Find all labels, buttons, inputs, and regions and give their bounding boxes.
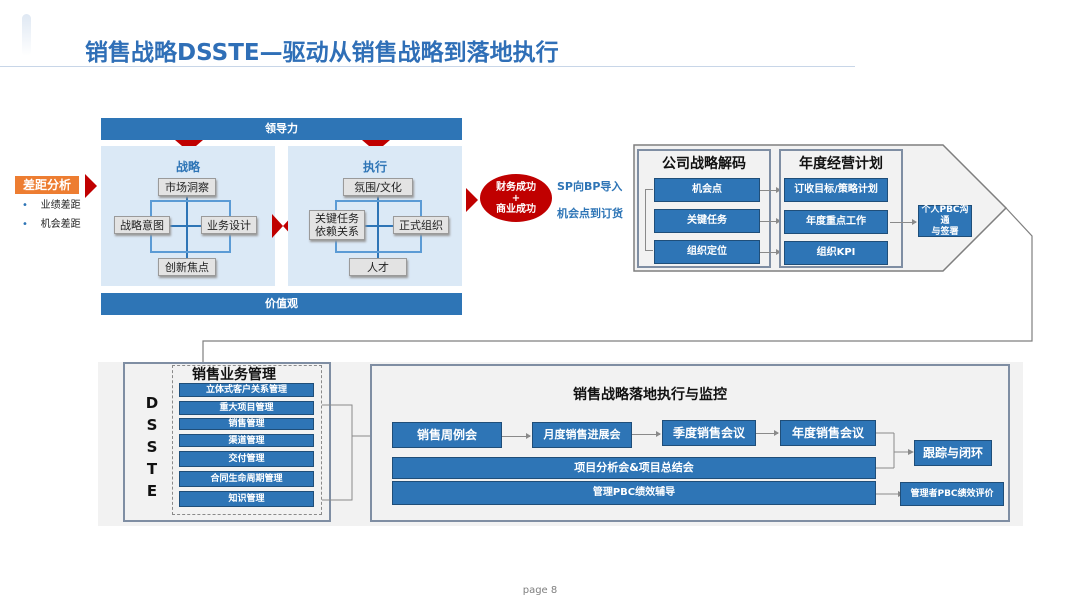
- gap-item-1: • 业绩差距: [22, 200, 81, 211]
- biz-title: 销售业务管理: [192, 367, 276, 383]
- execution-box-organization: 正式组织: [393, 216, 449, 234]
- execution-box-culture: 氛围/文化: [343, 178, 413, 196]
- decode-item-positioning: 组织定位: [654, 240, 760, 264]
- flow-label-opportunity: 机会点到订货: [557, 207, 623, 220]
- strategy-box-design: 业务设计: [201, 216, 257, 234]
- strategy-box-innovation: 创新焦点: [158, 258, 216, 276]
- execution-box-tasks: 关键任务 依赖关系: [309, 210, 365, 240]
- decode-title: 公司战略解码: [662, 156, 746, 172]
- biz-item-knowledge: 知识管理: [179, 491, 314, 507]
- biz-item-delivery: 交付管理: [179, 451, 314, 467]
- dsste-letter-d: D: [145, 394, 159, 412]
- execution-rect-top: [335, 200, 422, 202]
- strategy-axis-h: [150, 225, 230, 227]
- meeting-weekly: 销售周例会: [392, 422, 502, 448]
- dsste-letters: D S S T E: [138, 392, 166, 502]
- decode-item-tasks: 关键任务: [654, 209, 760, 233]
- gap-item-2-text: 机会差距: [40, 219, 81, 230]
- meeting-annual: 年度销售会议: [780, 420, 876, 446]
- annual-item-kpi: 组织KPI: [784, 241, 888, 265]
- strategy-rect-bottom: [150, 251, 231, 253]
- decode-to-annual-arrow-2: [760, 218, 781, 224]
- gap-item-2: • 机会差距: [22, 219, 81, 230]
- annual-item-targets: 订收目标/策略计划: [784, 178, 888, 202]
- pbc-coaching-bar: 管理PBC绩效辅导: [392, 481, 876, 505]
- loop-box: 跟踪与闭环: [914, 440, 992, 466]
- weekly-to-monthly-arrow: [502, 433, 531, 439]
- decode-item-opportunity: 机会点: [654, 178, 760, 202]
- page-title: 销售战略DSSTE—驱动从销售战略到落地执行: [85, 40, 559, 66]
- strategy-box-market: 市场洞察: [158, 178, 216, 196]
- monthly-to-quarterly-arrow: [632, 431, 661, 437]
- biz-item-project: 重大项目管理: [179, 401, 314, 415]
- meeting-quarterly: 季度销售会议: [662, 420, 756, 446]
- flow-label-sp-bp: SP向BP导入: [557, 180, 623, 193]
- biz-item-contract: 合同生命周期管理: [179, 471, 314, 487]
- strategy-rect-top: [150, 200, 231, 202]
- strategy-title: 战略: [175, 160, 200, 174]
- success-line-1: 财务成功: [496, 181, 536, 193]
- dsste-letter-s1: S: [146, 416, 158, 434]
- dsste-letter-e: E: [146, 482, 158, 500]
- title-accent: [22, 14, 31, 56]
- strategy-axis-v: [186, 190, 188, 264]
- biz-item-channel: 渠道管理: [179, 434, 314, 447]
- values-band: 价值观: [101, 293, 462, 315]
- quarterly-to-annual-arrow: [756, 430, 779, 436]
- strategy-box-intent: 战略意图: [114, 216, 170, 234]
- dsste-letter-s2: S: [146, 438, 158, 456]
- decode-to-annual-arrow-3: [760, 249, 781, 255]
- execution-to-success-arrow-icon: [466, 188, 478, 212]
- title-divider: [0, 66, 855, 67]
- page-number: page 8: [522, 585, 558, 596]
- annual-to-pbc-arrow: [890, 219, 917, 225]
- biz-item-customer: 立体式客户关系管理: [179, 383, 314, 397]
- decode-left-bracket: [645, 189, 653, 251]
- monitor-title: 销售战略落地执行与监控: [573, 387, 727, 403]
- execution-rect-bottom: [335, 251, 422, 253]
- meeting-monthly: 月度销售进展会: [532, 422, 632, 448]
- gap-arrow-icon: [85, 174, 97, 198]
- success-line-2: 商业成功: [496, 203, 536, 215]
- success-ellipse: 财务成功 + 商业成功: [480, 174, 552, 222]
- execution-box-talent: 人才: [349, 258, 407, 276]
- project-review-bar: 项目分析会&项目总结会: [392, 457, 876, 479]
- gap-item-1-text: 业绩差距: [40, 200, 81, 211]
- execution-title: 执行: [362, 160, 387, 174]
- leadership-band: 领导力: [101, 118, 462, 140]
- gap-analysis-label: 差距分析: [15, 176, 79, 194]
- biz-dashed-frame: [172, 365, 322, 515]
- decode-to-annual-arrow-1: [760, 187, 781, 193]
- annual-item-priorities: 年度重点工作: [784, 210, 888, 234]
- success-plus: +: [511, 192, 521, 204]
- pbc-box: 个人PBC沟通 与签署: [918, 205, 972, 237]
- eval-box: 管理者PBC绩效评价: [900, 482, 1004, 506]
- biz-item-sales: 销售管理: [179, 418, 314, 430]
- annual-title: 年度经营计划: [799, 156, 883, 172]
- dsste-letter-t: T: [146, 460, 158, 478]
